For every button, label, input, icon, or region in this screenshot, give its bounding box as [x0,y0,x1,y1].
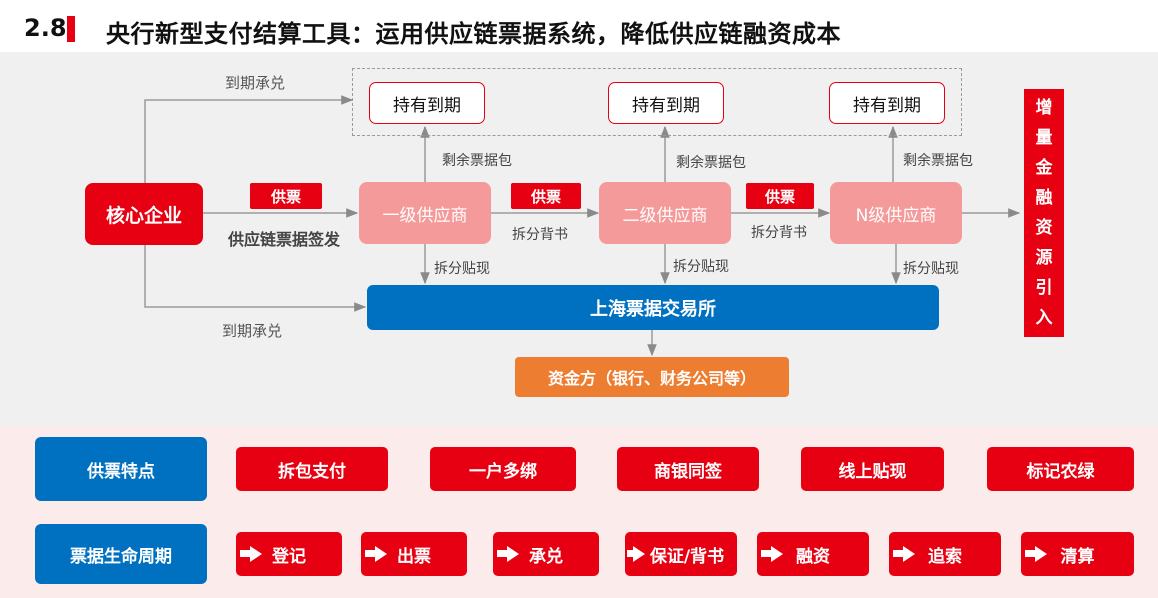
vertical-char: 增 [1035,98,1053,118]
lifecycle-step-recourse: 追索 [889,532,1001,576]
split-discount-3: 拆分贴现 [903,261,959,277]
shanghai-commercial-paper-exchange: 上海票据交易所 [367,285,939,330]
arrow-stem [497,550,507,557]
maturity-acceptance-top: 到期承兑 [225,74,286,92]
vertical-char: 入 [1035,308,1053,328]
feature-online-discount: 线上贴现 [801,447,944,491]
arrow-right-icon [375,546,387,562]
feature-green-tagging: 标记农绿 [987,447,1134,491]
feature-split-payment: 拆包支付 [236,447,388,491]
vertical-char: 资 [1035,218,1053,238]
funding-providers: 资金方（银行、财务公司等） [515,357,789,397]
arrow-stem [627,550,633,557]
hold-to-maturity-group [352,68,962,136]
arrow-stem [240,550,250,557]
lifecycle-step-clearing: 清算 [1021,532,1134,576]
core-enterprise: 核心企业 [85,183,203,245]
arrow-right-icon [250,546,262,562]
vertical-char: 引 [1035,278,1053,298]
section-marker [67,16,75,42]
vertical-char: 量 [1035,128,1053,148]
arrow-right-icon [903,546,915,562]
vertical-char: 融 [1035,188,1053,208]
page-title: 央行新型支付结算工具：运用供应链票据系统，降低供应链融资成本 [106,20,841,48]
supply-bill-tag-1: 供票 [250,183,322,209]
supply-bill-tag-2: 供票 [511,183,581,209]
lifecycle-label: 票据生命周期 [35,524,207,584]
remaining-bill-package-2: 剩余票据包 [676,155,746,171]
supplier-tier-1: 一级供应商 [359,182,491,244]
lifecycle-step-issue: 出票 [361,532,467,576]
arrow-stem [365,550,375,557]
arrow-right-icon [507,546,519,562]
maturity-acceptance-bottom: 到期承兑 [222,322,283,340]
split-endorsement-2: 拆分背书 [751,225,807,241]
feature-joint-signing: 商银同签 [617,447,759,491]
supplier-tier-2: 二级供应商 [599,182,731,244]
arrow-right-icon [771,546,783,562]
feature-multi-binding: 一户多绑 [430,447,576,491]
split-discount-1: 拆分贴现 [434,261,490,277]
features-label: 供票特点 [35,437,207,501]
arrow-right-icon [633,546,645,562]
arrow-right-icon [1035,546,1047,562]
lifecycle-step-register: 登记 [236,532,342,576]
split-discount-2: 拆分贴现 [673,259,729,275]
supply-bill-tag-3: 供票 [746,183,814,209]
hold-to-maturity-1: 持有到期 [369,82,485,124]
hold-to-maturity-3: 持有到期 [829,82,945,124]
remaining-bill-package-1: 剩余票据包 [442,153,512,169]
section-number: 2.8 [24,14,67,42]
arrow-stem [893,550,903,557]
lifecycle-step-accept: 承兑 [493,532,599,576]
arrow-stem [761,550,771,557]
hold-to-maturity-2: 持有到期 [608,82,724,124]
lifecycle-step-guarantee-endorse: 保证/背书 [625,532,737,576]
supply-chain-bill-issuance: 供应链票据签发 [227,230,340,249]
lifecycle-step-finance: 融资 [757,532,869,576]
vertical-char: 金 [1035,158,1053,178]
vertical-char: 源 [1035,248,1053,268]
split-endorsement-1: 拆分背书 [512,227,568,243]
header: 2.8 央行新型支付结算工具：运用供应链票据系统，降低供应链融资成本 [0,0,1158,58]
remaining-bill-package-3: 剩余票据包 [903,153,973,169]
incremental-financing-introduction: 增 量 金 融 资 源 引 入 [1024,89,1064,337]
supplier-tier-n: N级供应商 [830,182,962,244]
arrow-stem [1025,550,1035,557]
